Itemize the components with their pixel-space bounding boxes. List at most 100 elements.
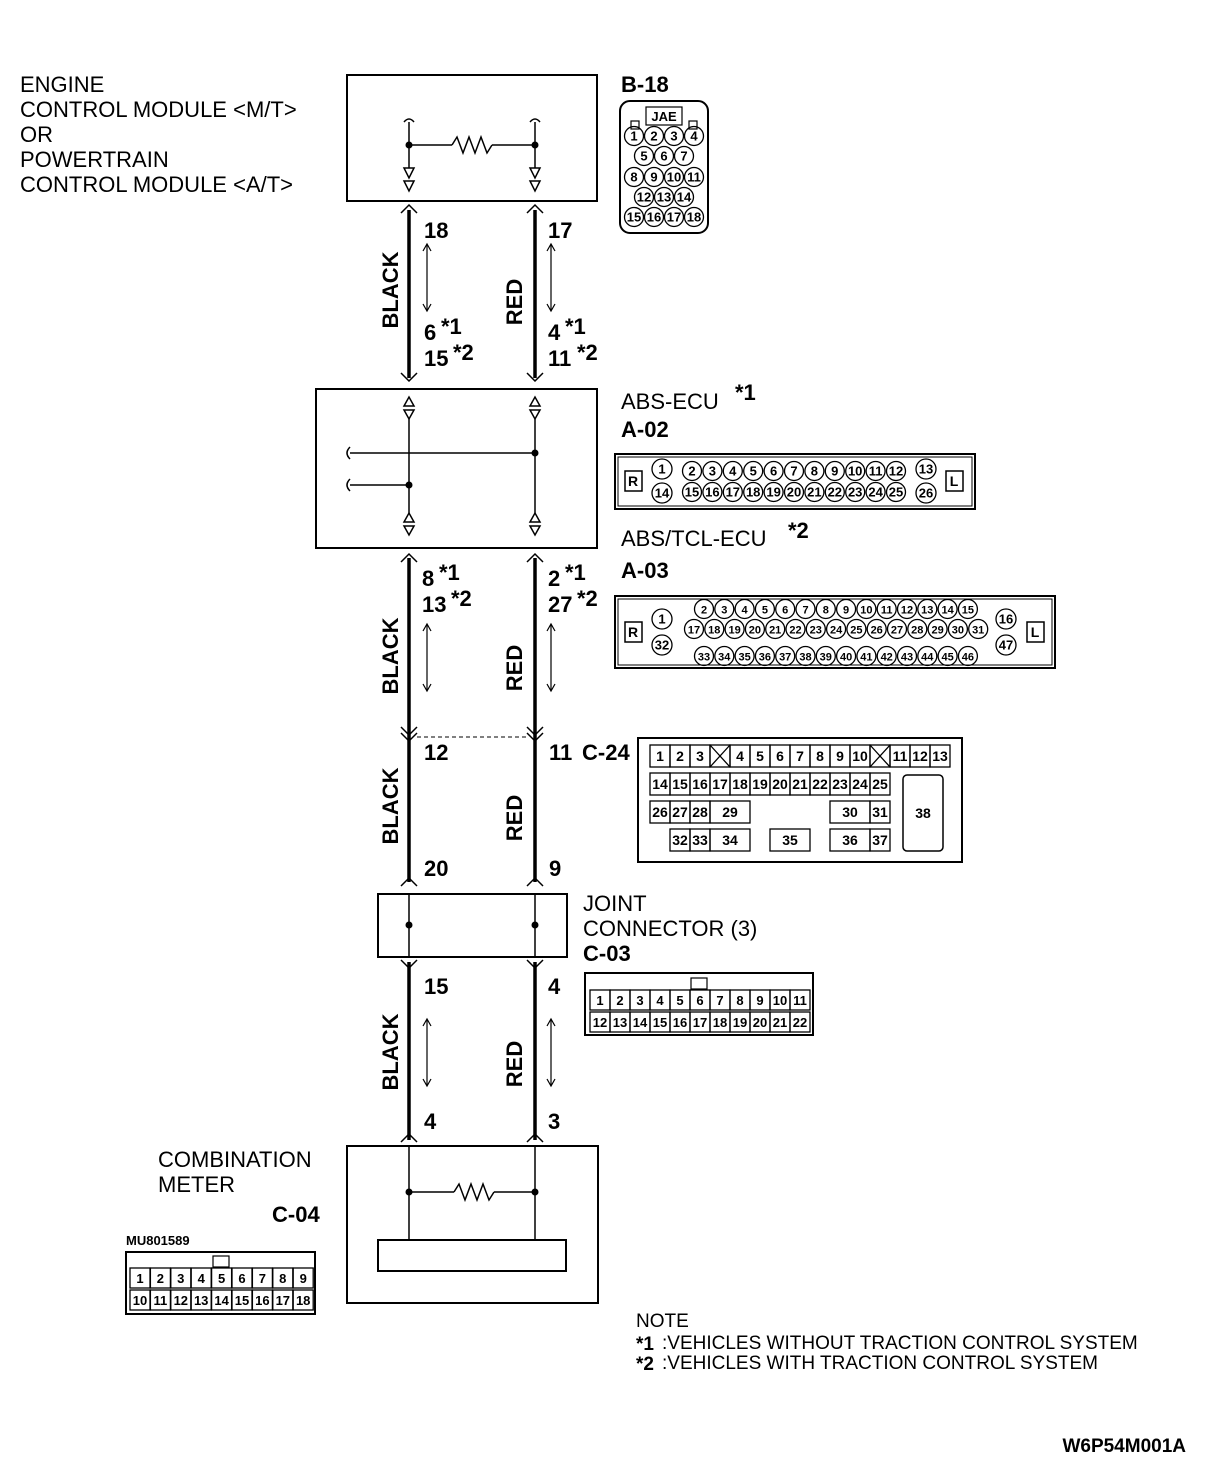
pin-number: 9 bbox=[756, 993, 763, 1008]
connector-pin: 15 bbox=[623, 206, 645, 228]
pin-number: 8 bbox=[816, 748, 824, 764]
pin-number: 10 bbox=[133, 1293, 147, 1308]
pin-number: 21 bbox=[769, 625, 781, 637]
pin-abs-right-bottom: 2 *1 27 *2 bbox=[548, 560, 598, 617]
connector-pin: 11 bbox=[789, 989, 811, 1011]
connector-pin: 13 bbox=[917, 598, 938, 620]
pin-number: 18 bbox=[732, 776, 748, 792]
pin-number: 3 bbox=[721, 605, 727, 617]
connector-pin: 12 bbox=[885, 460, 907, 482]
pin-number: 6 bbox=[776, 748, 784, 764]
pin-number: 12 bbox=[901, 605, 913, 617]
connector-pin: 39 bbox=[815, 645, 836, 667]
pin-number: 1 bbox=[656, 748, 664, 764]
pin-number: 20 bbox=[753, 1015, 767, 1030]
connector-pin: 30 bbox=[947, 618, 969, 640]
connector-pin: 26 bbox=[649, 800, 671, 824]
connector-pin: 19 bbox=[749, 772, 771, 796]
connector-pin: 15 bbox=[669, 772, 691, 796]
pin-number: 11 bbox=[687, 170, 701, 185]
connector-pin: 2 bbox=[693, 598, 715, 620]
combination-meter-box bbox=[346, 1145, 599, 1304]
pin-number: 46 bbox=[962, 652, 974, 664]
connector-pin: 18 bbox=[743, 481, 764, 503]
connector-pin: 22 bbox=[785, 618, 806, 640]
connector-pin: 4 bbox=[734, 598, 755, 620]
pin-number: 23 bbox=[832, 776, 848, 792]
pin-number: 14 bbox=[941, 605, 954, 617]
pin-number: 22 bbox=[828, 485, 842, 500]
wire-color-red-1: RED bbox=[502, 279, 527, 325]
pin-joint-4: 4 bbox=[548, 974, 561, 999]
pin-number: 6 bbox=[660, 149, 667, 164]
connector-pin: 17 bbox=[683, 618, 705, 640]
ecm-line-4: POWERTRAIN bbox=[20, 147, 169, 172]
note-mark-2: *2 bbox=[577, 586, 598, 611]
wire-color-red-3: RED bbox=[502, 795, 527, 841]
connector-pin: 17 bbox=[689, 1011, 711, 1033]
pin-number: 6 bbox=[696, 993, 703, 1008]
pin-number: 29 bbox=[722, 804, 738, 820]
connector-pin: 21 bbox=[789, 772, 811, 796]
wire-color-black-2: BLACK bbox=[378, 617, 403, 694]
connector-pin: 37 bbox=[869, 828, 891, 852]
ecm-line-2: CONTROL MODULE <M/T> bbox=[20, 97, 297, 122]
connector-pin: 17 bbox=[663, 206, 685, 228]
pin-meter-3: 3 bbox=[548, 1109, 560, 1134]
abs-ecu-box bbox=[315, 388, 598, 549]
side-l-label: L bbox=[950, 473, 959, 489]
pin-number: 2 bbox=[650, 129, 657, 144]
pin-number: 18 bbox=[746, 485, 760, 500]
pin-abs-13: 13 bbox=[422, 592, 446, 617]
connector-pin: 27 bbox=[886, 618, 908, 640]
pin-abs-left-top: 6 *1 15 *2 bbox=[424, 314, 474, 371]
pin-number: 7 bbox=[796, 748, 804, 764]
connector-pin: 22 bbox=[809, 772, 831, 796]
connector-pin: 31 bbox=[968, 618, 989, 640]
pin-ecm-17: 17 bbox=[548, 218, 572, 243]
pin-number: 40 bbox=[840, 652, 852, 664]
figure-code: W6P54M001A bbox=[1062, 1436, 1186, 1457]
wire-color-black-3: BLACK bbox=[378, 767, 403, 844]
pin-number: 24 bbox=[852, 776, 868, 792]
connector-pin: 8 bbox=[623, 166, 645, 188]
abs-ecu-note-mark: *1 bbox=[735, 380, 756, 405]
pin-number: 43 bbox=[901, 652, 913, 664]
pin-number: 6 bbox=[770, 464, 777, 479]
connector-pin: 12 bbox=[633, 186, 655, 208]
pin-number: 13 bbox=[932, 748, 948, 764]
pin-number: 11 bbox=[881, 605, 893, 617]
pin-number: 4 bbox=[690, 129, 698, 144]
connector-pin: 1 bbox=[623, 125, 645, 147]
connector-pin: 7 bbox=[251, 1267, 274, 1289]
connector-pin: 5 bbox=[743, 460, 764, 482]
pin-number: 4 bbox=[198, 1271, 206, 1286]
connector-pin: 23 bbox=[829, 772, 851, 796]
connector-pin: 1 bbox=[649, 744, 671, 768]
connector-pin: 8 bbox=[809, 744, 831, 768]
pin-number: 9 bbox=[843, 605, 849, 617]
connector-pin: 9 bbox=[835, 598, 857, 620]
pin-number: 30 bbox=[952, 625, 964, 637]
connector-pin: 19 bbox=[729, 1011, 751, 1033]
pin-number: 5 bbox=[750, 464, 757, 479]
pin-number: 26 bbox=[652, 804, 668, 820]
pin-number: 17 bbox=[712, 776, 728, 792]
pin-abs-2: 2 bbox=[548, 566, 560, 591]
connector-pin: 16 bbox=[643, 206, 665, 228]
connector-pin: 10 bbox=[663, 166, 685, 188]
pin-number: 7 bbox=[259, 1271, 266, 1286]
connector-pin: 34 bbox=[714, 645, 735, 667]
pin-number: 3 bbox=[696, 748, 704, 764]
connector-pin: 25 bbox=[846, 618, 867, 640]
connector-pin: 6 bbox=[775, 598, 796, 620]
pin-number: 12 bbox=[889, 464, 903, 479]
pin-abs-left-bottom: 8 *1 13 *2 bbox=[422, 560, 472, 617]
connector-pin: 5 bbox=[754, 598, 776, 620]
pin-number: 17 bbox=[667, 210, 681, 225]
pin-number: 19 bbox=[752, 776, 768, 792]
pin-number: 31 bbox=[972, 625, 984, 637]
